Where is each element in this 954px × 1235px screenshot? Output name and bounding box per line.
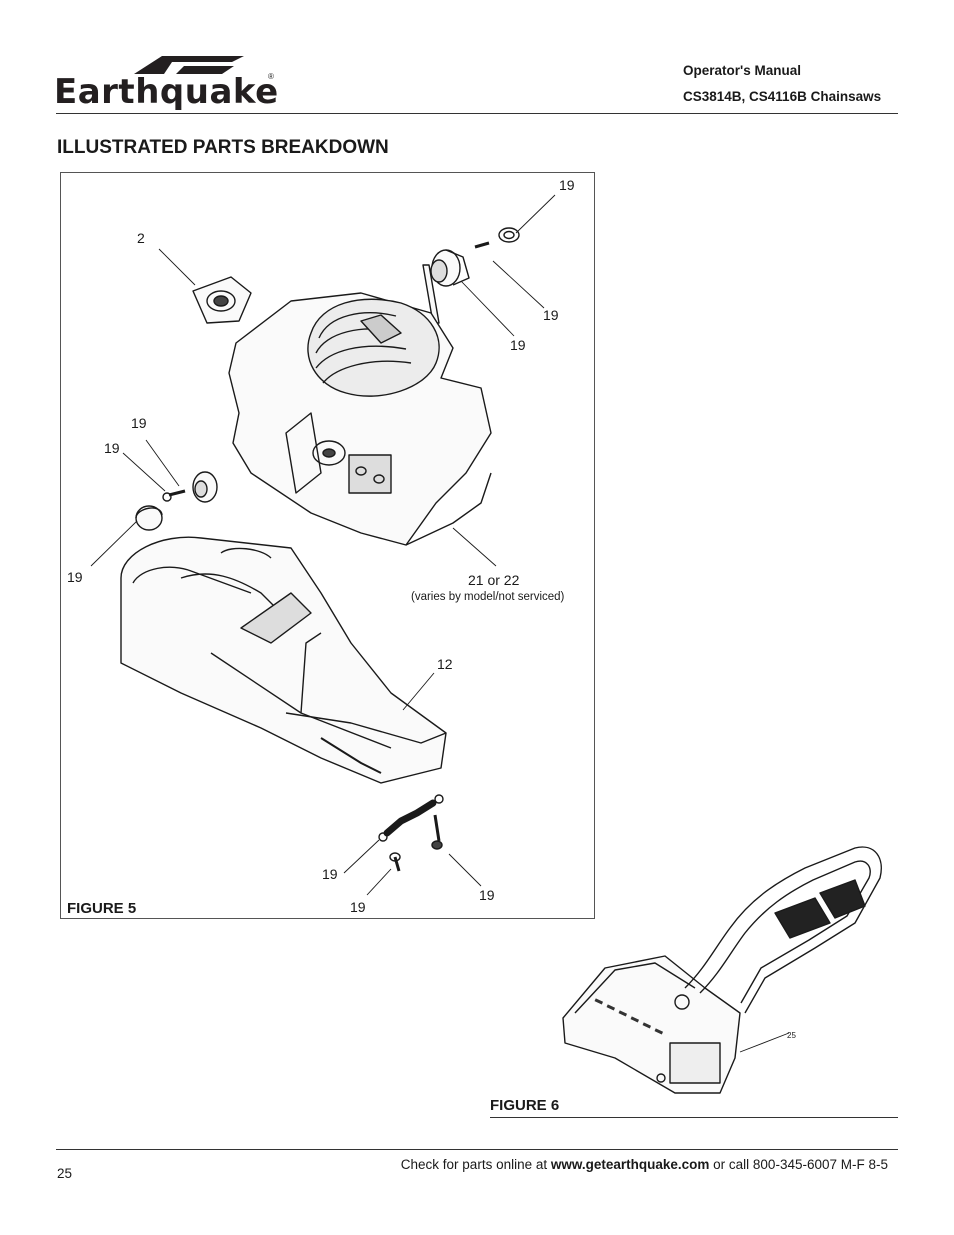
footer-text-before: Check for parts online at [400, 1157, 551, 1172]
callout-19: 19 [510, 337, 526, 353]
figure-5-caption: FIGURE 5 [67, 900, 137, 917]
part-19-left-mount [135, 471, 218, 531]
callout-19: 19 [559, 177, 575, 193]
callout-21-or-22: 21 or 22 [468, 572, 520, 588]
page-number: 25 [57, 1166, 73, 1181]
callout-19: 19 [479, 887, 495, 903]
manual-title: Operator's Manual [683, 63, 801, 78]
registered-mark: ® [268, 72, 274, 81]
callout-19: 19 [131, 415, 147, 431]
engine-block [228, 292, 492, 546]
callout-21-note: (varies by model/not serviced) [411, 591, 565, 603]
brand-wordmark: Earthquake [54, 72, 279, 112]
callout-19: 19 [104, 440, 120, 456]
earthquake-logo: Earthquake ® [54, 52, 279, 114]
callout-12: 12 [437, 656, 453, 672]
part-12-rear-handle [120, 536, 447, 784]
callout-19: 19 [543, 307, 559, 323]
part-19-bottom-spring [378, 794, 444, 872]
figure-6-frame: 25 [555, 838, 895, 1100]
chainsaw-exploded-diagram [90, 194, 556, 896]
header-rule [56, 113, 898, 114]
model-numbers: CS3814B, CS4116B Chainsaws [683, 89, 882, 104]
figure-6-caption: FIGURE 6 [490, 1097, 560, 1114]
figure-6-rule [490, 1117, 898, 1118]
section-title: ILLUSTRATED PARTS BREAKDOWN [57, 137, 389, 158]
website-link[interactable]: www.getearthquake.com [550, 1157, 710, 1172]
callout-19: 19 [350, 899, 366, 915]
callout-25: 25 [787, 1031, 796, 1040]
footer-contact: Check for parts online at www.getearthqu… [401, 1157, 888, 1172]
leader-lines [90, 194, 556, 896]
footer-rule [56, 1149, 898, 1150]
footer-text-after: or call 800-345-6007 M-F 8-5 [709, 1157, 888, 1172]
leader-line-25 [739, 1032, 790, 1053]
callout-19: 19 [67, 569, 83, 585]
part-19-mount [422, 227, 520, 324]
logo-swoosh-icon [134, 56, 244, 74]
part-2-grommet [192, 276, 252, 324]
front-handle-guard-diagram [562, 846, 882, 1094]
callout-19: 19 [322, 866, 338, 882]
callout-2: 2 [137, 230, 145, 246]
figure-5-frame: 2 19 19 19 19 19 19 21 or 22 (varies by … [60, 172, 595, 919]
guard-vent-slots [594, 998, 664, 1035]
